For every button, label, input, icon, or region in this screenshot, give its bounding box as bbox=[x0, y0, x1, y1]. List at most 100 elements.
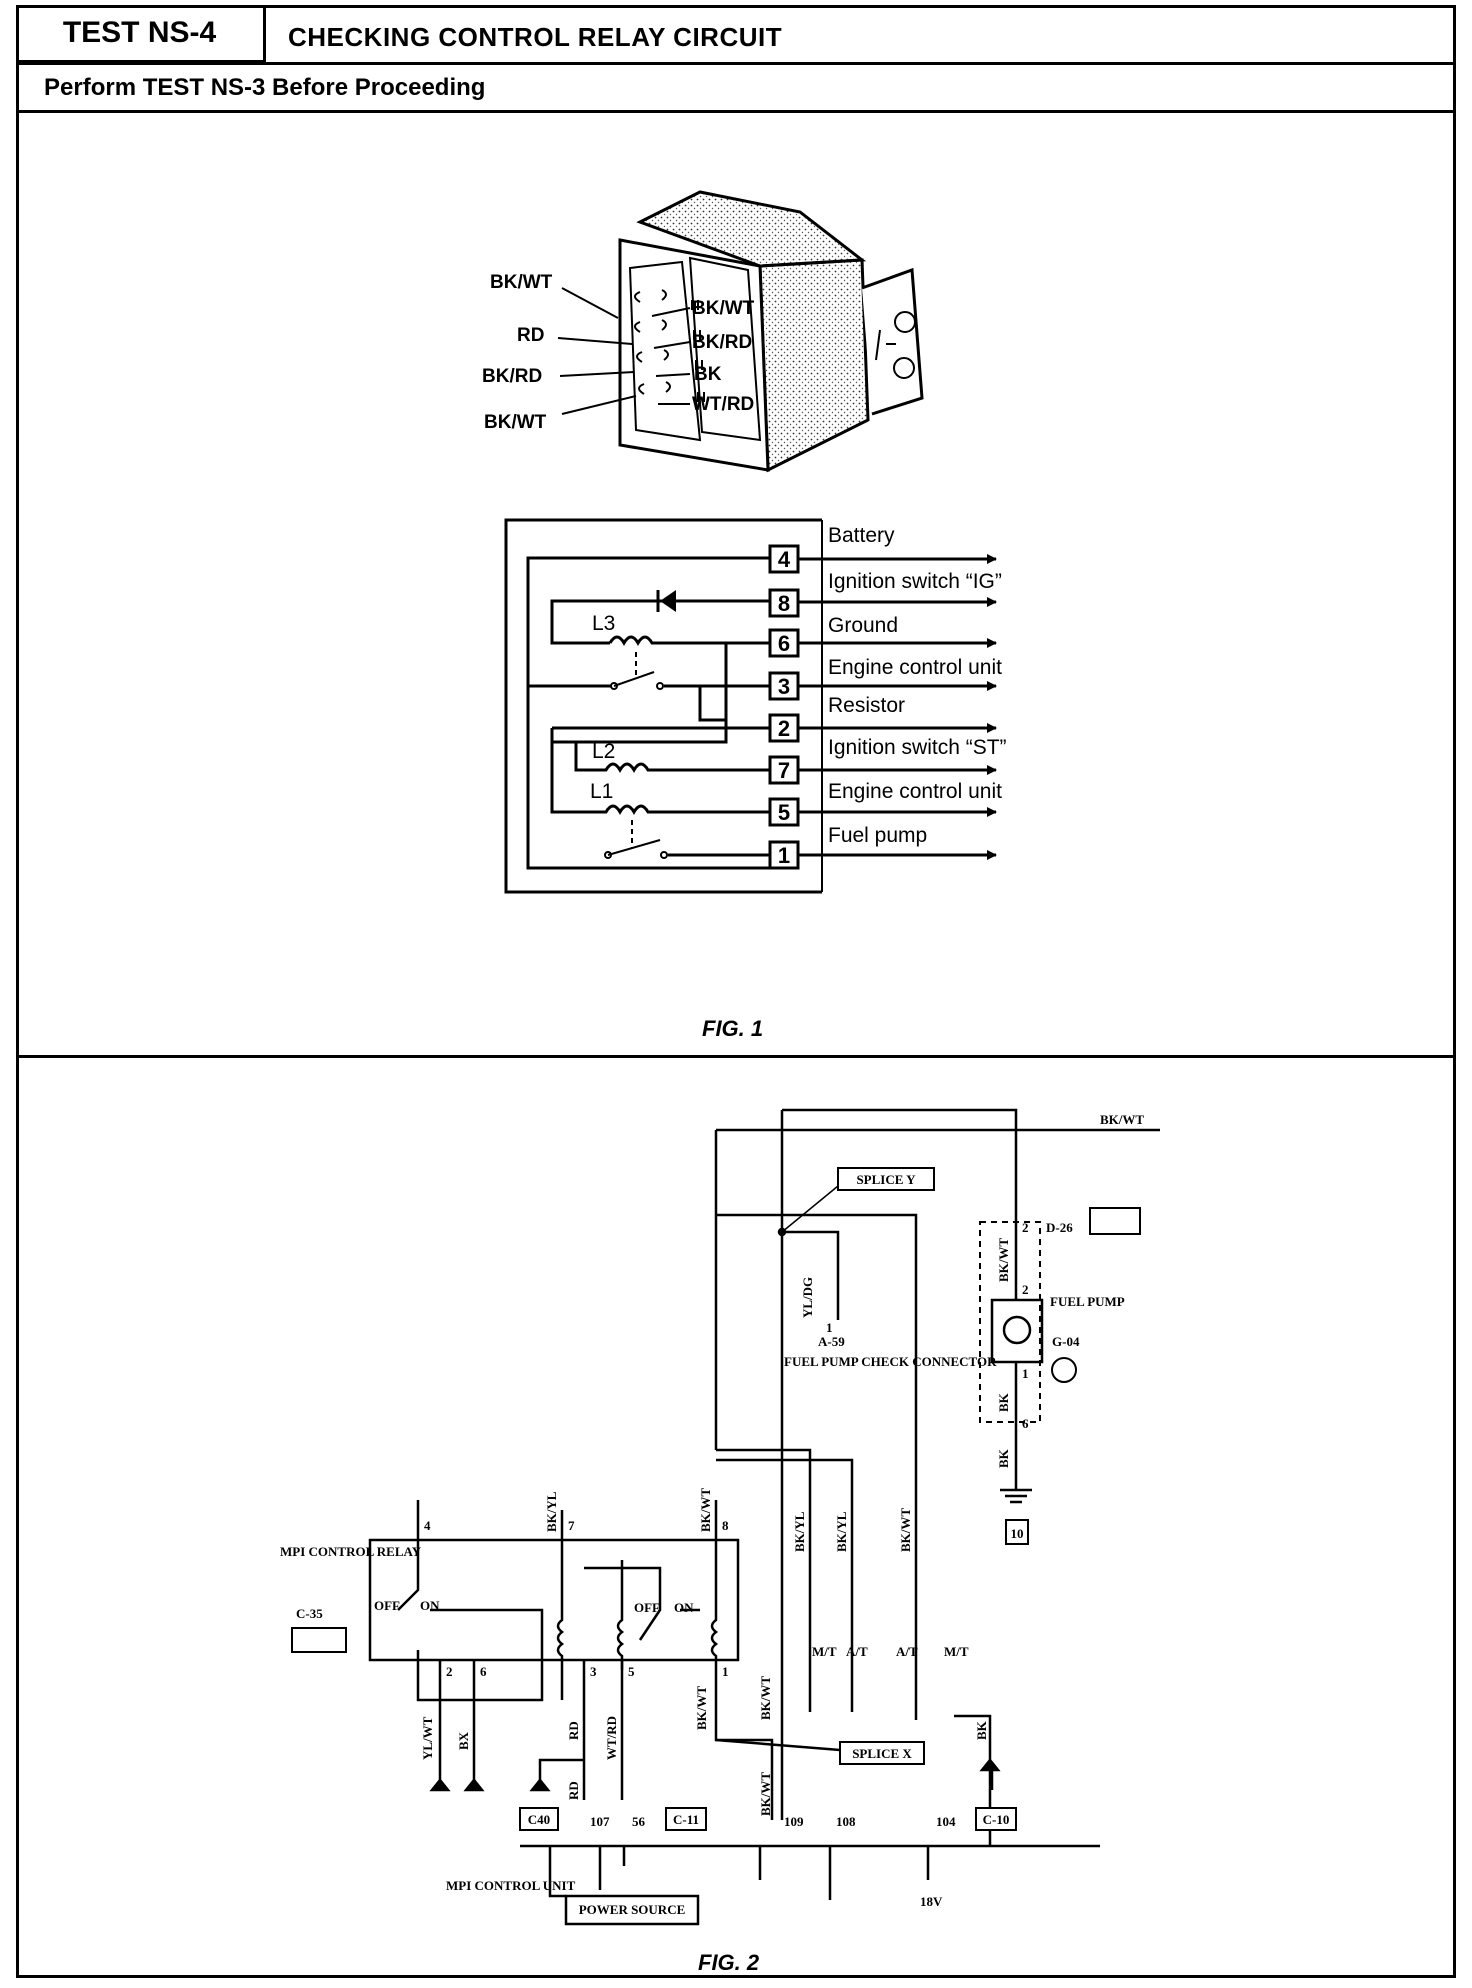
wire-bk-wt-3: BK/WT bbox=[694, 1686, 709, 1730]
terminal-1: 1 Fuel pump bbox=[768, 824, 997, 870]
fp-pin-2: 2 bbox=[1022, 1282, 1029, 1297]
wire-wt-rd: WT/RD bbox=[604, 1716, 619, 1760]
svg-text:6: 6 bbox=[778, 631, 790, 656]
relay-pin-8: 8 bbox=[722, 1518, 729, 1533]
connector-leaders bbox=[557, 287, 691, 415]
relay-pin-2: 2 bbox=[446, 1664, 453, 1679]
terminal-label-2: Resistor bbox=[828, 694, 905, 717]
coil-label-l1: L1 bbox=[590, 780, 613, 803]
wire-bk-fp: BK bbox=[996, 1392, 1011, 1412]
conn-label-right-3: BK bbox=[694, 364, 722, 385]
relay-off-1: OFF bbox=[374, 1598, 400, 1613]
wiring-schematic bbox=[368, 1108, 1160, 1926]
c35-connector-icon bbox=[291, 1627, 347, 1653]
fp-pin-top: 2 bbox=[1022, 1220, 1029, 1235]
svg-text:2: 2 bbox=[778, 716, 790, 741]
conn-label-left-2: RD bbox=[517, 325, 544, 346]
terminal-label-6: Ground bbox=[828, 614, 898, 637]
terminal-3: 3 Engine control unit bbox=[768, 656, 1002, 701]
mpi-unit-label: MPI CONTROL UNIT bbox=[446, 1878, 576, 1893]
wire-bk-c10: BK bbox=[974, 1720, 989, 1740]
c40-label: C40 bbox=[528, 1812, 550, 1827]
mt-label-1: M/T bbox=[812, 1644, 837, 1659]
test-id: TEST NS-4 bbox=[16, 5, 266, 63]
wire-bk-wt-relay: BK/WT bbox=[698, 1488, 713, 1532]
relay-illustration bbox=[618, 190, 924, 473]
mpi-relay-label: MPI CONTROL RELAY bbox=[280, 1544, 422, 1559]
conn-label-right-2: BK/RD bbox=[692, 332, 752, 353]
terminal-label-8: Ignition switch “IG” bbox=[828, 570, 1002, 593]
a59-label: A-59 bbox=[818, 1334, 845, 1349]
terminal-label-7: Ignition switch “ST” bbox=[828, 736, 1007, 759]
relay-on-2: ON bbox=[674, 1600, 694, 1615]
svg-text:4: 4 bbox=[778, 547, 791, 572]
subtitle-divider bbox=[16, 110, 1456, 113]
wire-bk-wt-4: BK/WT bbox=[758, 1676, 773, 1720]
conn-label-left-1: BK/WT bbox=[490, 272, 553, 293]
fp-pin-6: 6 bbox=[1022, 1416, 1029, 1431]
top-wire-label: BK/WT bbox=[1100, 1112, 1144, 1127]
g04-connector-icon bbox=[1051, 1357, 1077, 1383]
terminal-label-4: Battery bbox=[828, 524, 895, 547]
wire-rd-2: RD bbox=[566, 1781, 581, 1800]
conn-label-right-4: WT/RD bbox=[692, 394, 754, 415]
mt-label-2: M/T bbox=[944, 1644, 969, 1659]
ecu-pin-104: 104 bbox=[936, 1814, 956, 1829]
header-divider bbox=[16, 62, 1456, 65]
svg-text:5: 5 bbox=[778, 800, 790, 825]
check-connector-label: FUEL PUMP CHECK CONNECTOR bbox=[784, 1354, 997, 1369]
at-label-1: A/T bbox=[846, 1644, 868, 1659]
relay-pin-1: 1 bbox=[722, 1664, 729, 1679]
wire-bk-wt-fp: BK/WT bbox=[996, 1238, 1011, 1282]
relay-pin-3: 3 bbox=[590, 1664, 597, 1679]
relay-off-2: OFF bbox=[634, 1600, 660, 1615]
page-frame bbox=[16, 5, 1456, 1978]
check-pin-1: 1 bbox=[826, 1320, 833, 1335]
at-label-2: A/T bbox=[896, 1644, 918, 1659]
terminal-5: 5 Engine control unit bbox=[768, 780, 1002, 827]
fuel-pump-label: FUEL PUMP bbox=[1050, 1294, 1125, 1309]
wire-bk-wt-2: BK/WT bbox=[898, 1508, 913, 1552]
terminal-label-5: Engine control unit bbox=[828, 780, 1002, 803]
terminal-7: 7 Ignition switch “ST” bbox=[768, 736, 1007, 785]
ecu-pin-107: 107 bbox=[590, 1814, 610, 1829]
relay-on-1: ON bbox=[420, 1598, 440, 1613]
coil-label-l3: L3 bbox=[592, 612, 615, 635]
page-title: CHECKING CONTROL RELAY CIRCUIT bbox=[288, 22, 783, 52]
diode-symbol bbox=[656, 590, 676, 612]
fig2-caption: FIG. 2 bbox=[698, 1950, 760, 1975]
relay-pin-6: 6 bbox=[480, 1664, 487, 1679]
figure-divider bbox=[16, 1055, 1456, 1058]
c35-label: C-35 bbox=[296, 1606, 323, 1621]
page-subtitle: Perform TEST NS-3 Before Proceeding bbox=[44, 74, 486, 101]
svg-text:8: 8 bbox=[778, 591, 790, 616]
wire-yl-wt: YL/WT bbox=[420, 1716, 435, 1760]
relay-schematic bbox=[504, 518, 823, 894]
svg-text:7: 7 bbox=[778, 758, 790, 783]
conn-label-right-1: BK/WT bbox=[692, 298, 755, 319]
power-source-label: POWER SOURCE bbox=[579, 1902, 686, 1917]
svg-text:1: 1 bbox=[778, 843, 790, 868]
terminal-2: 2 Resistor bbox=[768, 694, 997, 743]
terminal-column: 4 Battery 8 Ignition switch “IG” 6 Groun… bbox=[768, 524, 1007, 870]
wire-bk-yl-2: BK/YL bbox=[834, 1511, 849, 1552]
wire-rd-1: RD bbox=[566, 1721, 581, 1740]
wire-bk-yl-relay: BK/YL bbox=[544, 1491, 559, 1532]
wire-yl-dg: YL/DG bbox=[800, 1277, 815, 1318]
terminal-label-3: Engine control unit bbox=[828, 656, 1002, 679]
relay-pin-4: 4 bbox=[424, 1518, 431, 1533]
coil-label-l2: L2 bbox=[592, 740, 615, 763]
terminal-6: 6 Ground bbox=[768, 614, 997, 658]
ecu-pin-108: 108 bbox=[836, 1814, 856, 1829]
d26-connector-icon bbox=[1089, 1207, 1141, 1235]
c11-label: C-11 bbox=[673, 1812, 699, 1827]
wire-bk-wt-5: BK/WT bbox=[758, 1772, 773, 1816]
ground-ref-label: 10 bbox=[1011, 1526, 1024, 1541]
ecu-pin-109: 109 bbox=[784, 1814, 804, 1829]
relay-pin-5: 5 bbox=[628, 1664, 635, 1679]
svg-text:3: 3 bbox=[778, 674, 790, 699]
c10-label: C-10 bbox=[983, 1812, 1010, 1827]
wire-bk-gnd: BK bbox=[996, 1448, 1011, 1468]
